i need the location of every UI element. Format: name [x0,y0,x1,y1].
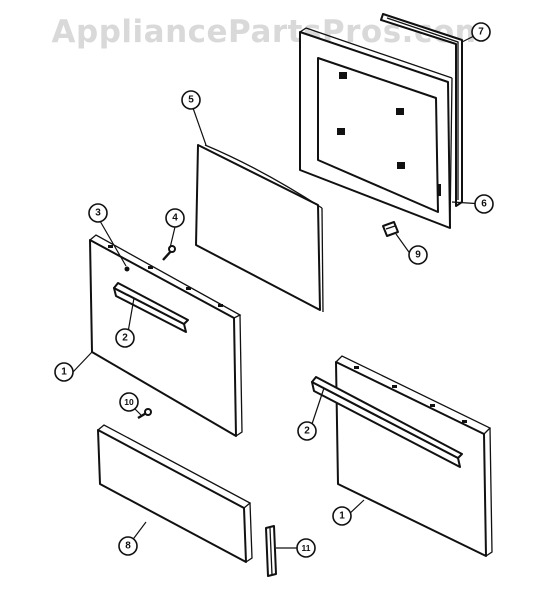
callout-1-right: 1 [332,506,352,526]
callout-label: 8 [125,541,131,552]
callout-3: 3 [88,203,108,223]
door-handle-left [113,282,189,333]
callout-label: 6 [481,199,487,210]
screw-10 [137,408,152,420]
screw-4 [162,245,176,261]
outer-door-panel-right [335,355,493,557]
callout-10: 10 [119,392,139,412]
callout-1-left: 1 [54,362,74,382]
door-handle-right [311,376,463,468]
callout-4: 4 [165,208,185,228]
callout-6: 6 [474,194,494,214]
callout-label: 7 [478,27,484,38]
callout-2-left: 2 [115,328,135,348]
inner-door-frame [299,27,453,229]
door-gasket [380,13,463,207]
callout-7: 7 [471,22,491,42]
callout-label: 4 [172,213,178,224]
callout-label: 9 [415,250,421,261]
callout-label: 5 [188,95,194,106]
callout-label: 2 [304,426,310,437]
callout-5: 5 [181,90,201,110]
watermark: AppliancePartsPros.com [51,14,488,50]
callout-11: 11 [296,538,316,558]
drawer-panel [97,424,253,563]
callout-2-right: 2 [297,421,317,441]
callout-label: 1 [339,511,345,522]
door-clip [382,221,399,237]
callout-label: 1 [61,367,67,378]
callout-9: 9 [408,245,428,265]
outer-door-panel-left [89,234,243,437]
callout-label: 10 [124,397,134,407]
callout-label: 3 [95,208,101,219]
door-insulation [195,144,324,313]
callout-label: 2 [122,333,128,344]
callout-label: 11 [302,543,311,553]
callout-8: 8 [118,536,138,556]
trim-strip [265,525,277,577]
